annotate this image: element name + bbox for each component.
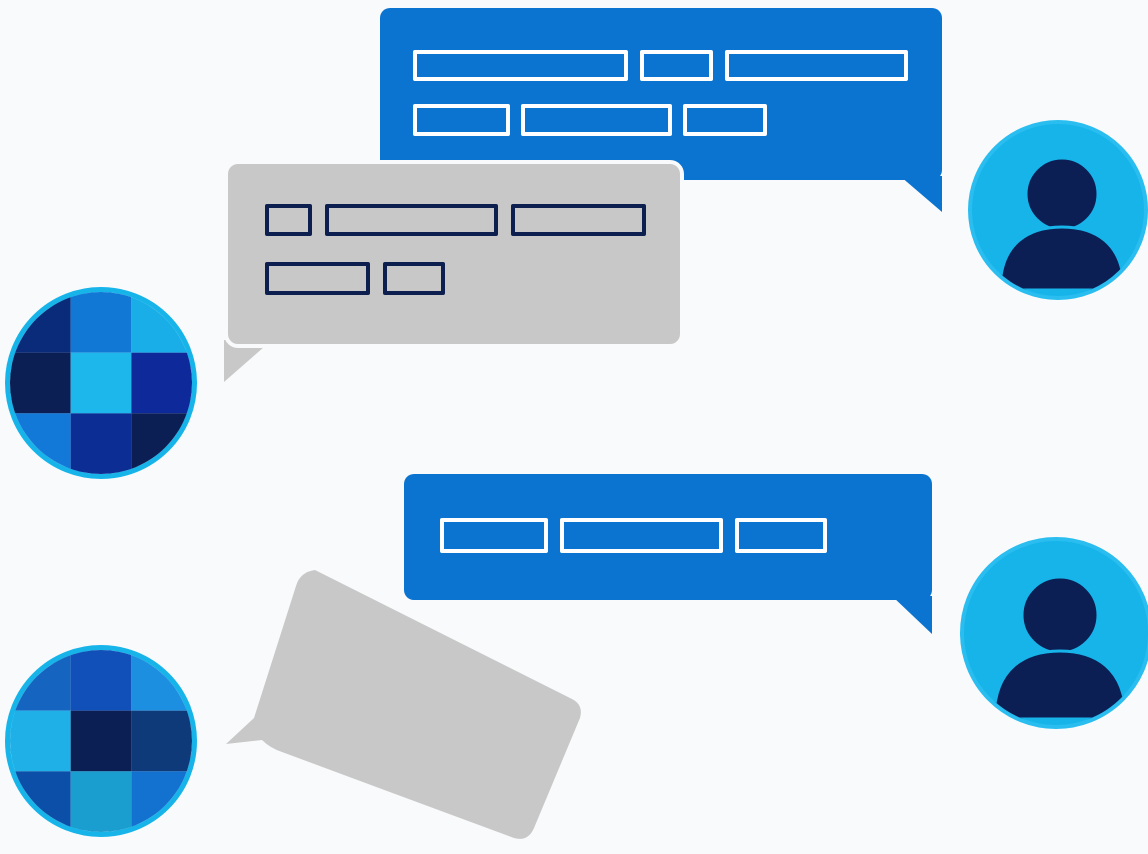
bot-avatar-2 bbox=[5, 645, 197, 837]
pixel-mosaic-icon bbox=[10, 650, 192, 832]
